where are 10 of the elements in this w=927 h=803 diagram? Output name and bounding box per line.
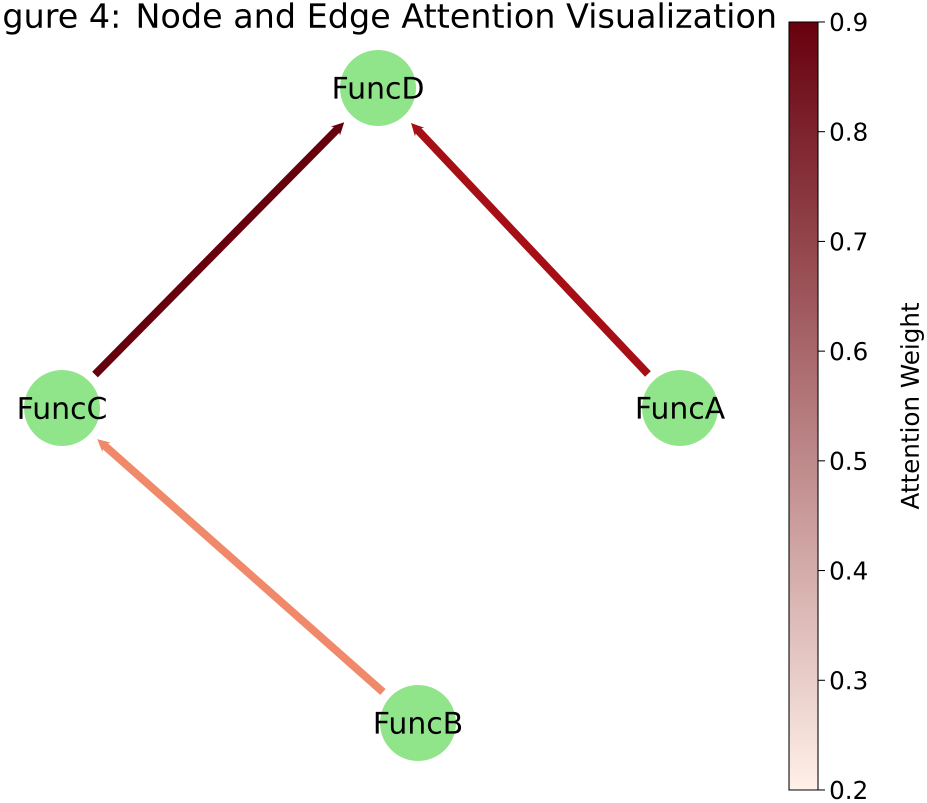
title: gure 4: Node and Edge Attention Visualization (4, 2, 774, 35)
tick-label: 0.4 (830, 561, 867, 580)
tick-label: 0.3 (830, 670, 866, 690)
tick-label: 0.7 (830, 232, 866, 251)
axis-label: Attention Weight (900, 303, 924, 510)
tick-label: 0.9 (830, 12, 866, 32)
tick-label: 0.2 (830, 780, 866, 800)
tick-label: 0.6 (830, 342, 867, 360)
tick-label: 0.8 (830, 122, 867, 141)
tick-label: 0.5 (830, 452, 866, 470)
